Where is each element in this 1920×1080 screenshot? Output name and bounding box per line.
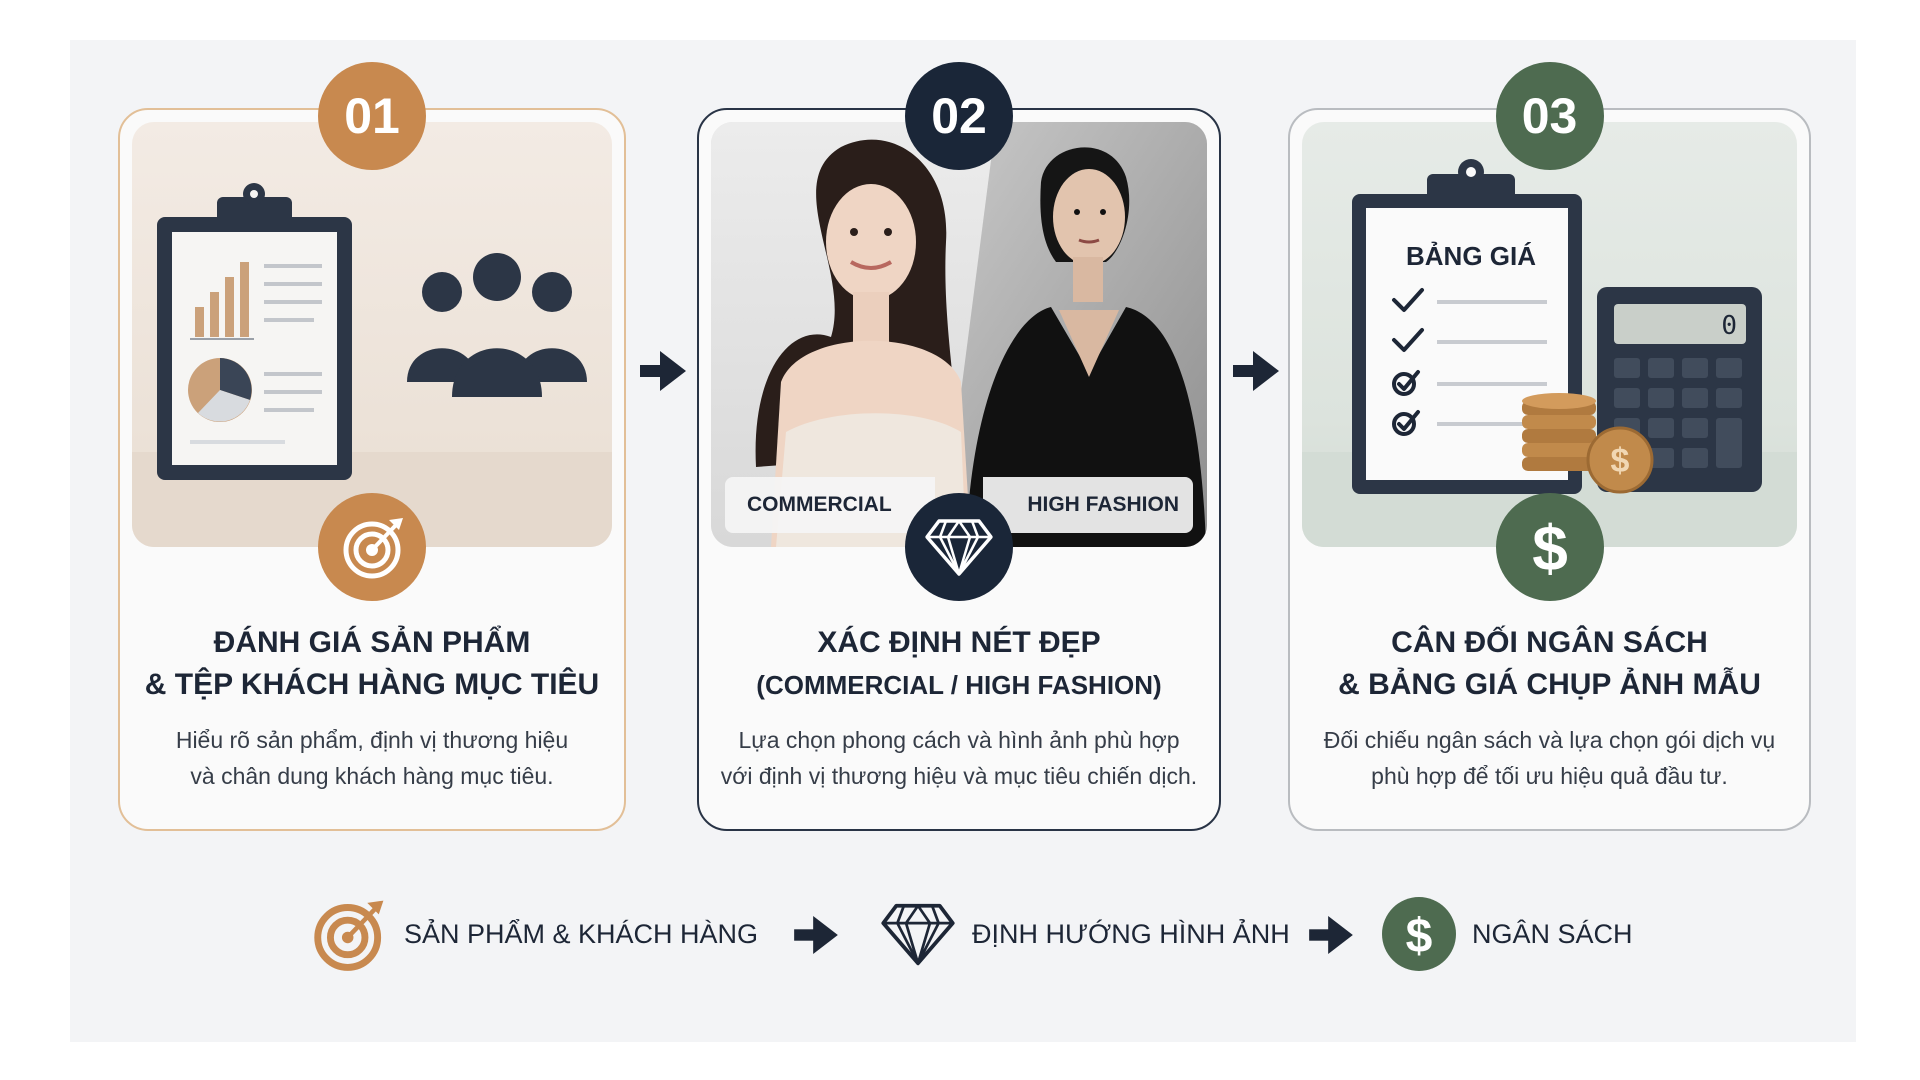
price-list-title: BẢNG GIÁ [1406, 241, 1536, 271]
target-icon [318, 493, 426, 601]
clipboard-report-icon [157, 183, 352, 480]
step-1-title-line-1: ĐÁNH GIÁ SẢN PHẨM [213, 626, 531, 659]
dollar-icon: $ [1495, 493, 1604, 601]
step-card-3: 03 BẢNG GIÁ [1288, 62, 1811, 831]
svg-text:$: $ [1611, 442, 1630, 480]
summary-label-2: ĐỊNH HƯỚNG HÌNH ẢNH [972, 918, 1290, 949]
step-2-description-line-1: Lựa chọn phong cách và hình ảnh phù hợp [738, 727, 1180, 753]
step-1-title: ĐÁNH GIÁ SẢN PHẨM & TỆP KHÁCH HÀNG MỤC T… [130, 622, 614, 706]
arrow-right-icon [640, 351, 686, 391]
step-3-title-line-2: & BẢNG GIÁ CHỤP ẢNH MẪU [1338, 668, 1761, 701]
target-icon [314, 900, 384, 971]
step-number-badge-3: 03 [1495, 62, 1604, 170]
step-2-model-photos: COMMERCIAL HIGH FASHION [711, 122, 1207, 547]
step-number-badge-1: 01 [318, 62, 426, 170]
step-2-description: Lựa chọn phong cách và hình ảnh phù hợp … [709, 722, 1209, 794]
audience-group-icon [407, 253, 587, 397]
calculator-display: 0 [1721, 311, 1737, 341]
diamond-icon [881, 903, 955, 966]
step-1-illustration [132, 122, 612, 547]
clipboard-audience-illustration [132, 183, 612, 547]
step-2-description-line-2: với định vị thương hiệu và mục tiêu chiế… [720, 763, 1198, 789]
step-2-title-line-1: XÁC ĐỊNH NÉT ĐẸP [817, 626, 1101, 659]
summary-label-3: NGÂN SÁCH [1472, 918, 1633, 949]
summary-flow: SẢN PHẨM & KHÁCH HÀNG ĐỊNH HƯỚNG HÌNH ẢN… [312, 886, 1642, 982]
svg-text:$: $ [1406, 910, 1433, 960]
summary-item-product-customer: SẢN PHẨM & KHÁCH HÀNG [312, 886, 758, 982]
svg-text:$: $ [1532, 512, 1568, 582]
step-2-title: XÁC ĐỊNH NÉT ĐẸP (COMMERCIAL / HIGH FASH… [709, 622, 1209, 706]
arrow-right-icon [1233, 351, 1279, 391]
coin-stack-icon: $ [1522, 393, 1654, 494]
step-3-title: CÂN ĐỐI NGÂN SÁCH & BẢNG GIÁ CHỤP ẢNH MẪ… [1300, 622, 1799, 706]
dollar-icon: $ [1382, 897, 1456, 971]
commercial-tag: COMMERCIAL [725, 477, 935, 533]
arrow-right-icon [1309, 916, 1353, 954]
diamond-icon [905, 493, 1013, 601]
high-fashion-tag: HIGH FASHION [983, 477, 1193, 533]
step-card-1: 01 [118, 62, 626, 831]
summary-item-image-direction: ĐỊNH HƯỚNG HÌNH ẢNH [880, 886, 1290, 982]
step-3-title-line-1: CÂN ĐỐI NGÂN SÁCH [1391, 626, 1708, 659]
price-list-calculator-illustration: BẢNG GIÁ 0 [1302, 159, 1797, 547]
step-2-title-line-2: (COMMERCIAL / HIGH FASHION) [756, 670, 1162, 700]
step-1-title-line-2: & TỆP KHÁCH HÀNG MỤC TIÊU [144, 668, 600, 701]
step-3-description-line-1: Đối chiếu ngân sách và lựa chọn gói dịch… [1323, 727, 1776, 753]
summary-label-1: SẢN PHẨM & KHÁCH HÀNG [404, 918, 759, 949]
step-3-description: Đối chiếu ngân sách và lựa chọn gói dịch… [1300, 722, 1799, 794]
step-3-description-line-2: phù hợp để tối ưu hiệu quả đầu tư. [1371, 763, 1728, 789]
arrow-right-icon [794, 916, 838, 954]
step-1-description-line-2: và chân dung khách hàng mục tiêu. [190, 763, 554, 789]
step-1-description-line-1: Hiểu rõ sản phẩm, định vị thương hiệu [175, 727, 569, 753]
step-number-badge-2: 02 [905, 62, 1013, 170]
step-3-illustration: BẢNG GIÁ 0 [1302, 122, 1797, 547]
summary-item-budget: $ NGÂN SÁCH [1382, 886, 1633, 982]
step-card-2: 02 [697, 62, 1221, 831]
step-1-description: Hiểu rõ sản phẩm, định vị thương hiệu và… [130, 722, 614, 794]
